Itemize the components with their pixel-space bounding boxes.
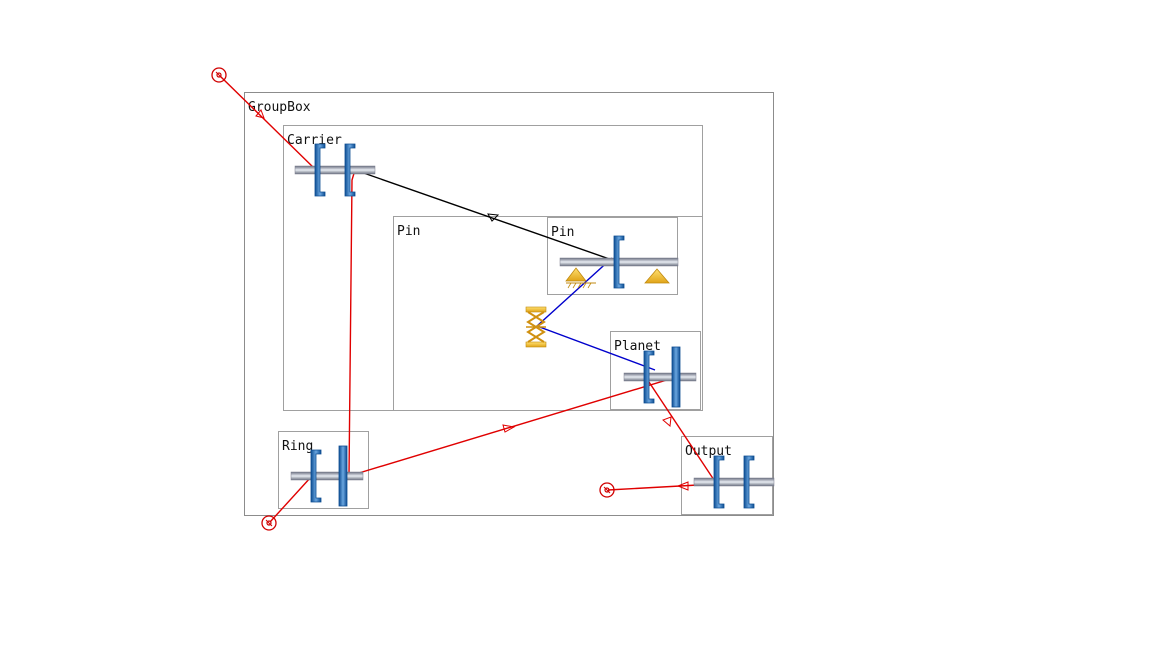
pin-outer-label: Pin <box>397 224 421 239</box>
ring-gear-icon[interactable] <box>290 445 364 507</box>
group-box-planet[interactable] <box>610 331 701 410</box>
groupbox-label: GroupBox <box>248 100 311 115</box>
clutch-icon[interactable] <box>294 143 376 197</box>
group-box-pin-outer[interactable] <box>393 216 703 411</box>
planet-label: Planet <box>614 339 661 354</box>
spring-damper-icon[interactable] <box>525 306 547 348</box>
pin-inner-label: Pin <box>551 225 575 240</box>
torque-sensor-icon[interactable] <box>261 515 277 531</box>
speed-source-icon[interactable] <box>211 67 227 83</box>
carrier-label: Carrier <box>287 133 342 148</box>
connections <box>219 75 753 523</box>
group-box-output[interactable] <box>681 436 773 515</box>
group-box-groupbox[interactable] <box>244 92 774 516</box>
output-clutch-icon[interactable] <box>693 455 775 509</box>
bearing-support-icon[interactable] <box>559 235 679 289</box>
ring-label: Ring <box>282 439 314 454</box>
group-box-pin-inner[interactable] <box>547 217 678 295</box>
